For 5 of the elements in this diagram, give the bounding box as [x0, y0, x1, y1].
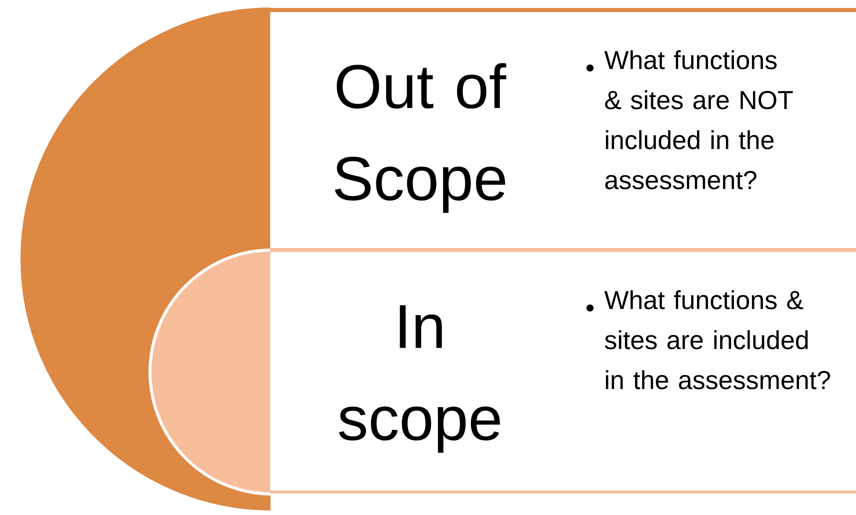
content-box: [270, 248, 856, 494]
heading: In scope: [339, 305, 500, 453]
heading: Out of Scope: [334, 63, 506, 213]
bullet-text: What functions & sites are included in the assessment?: [604, 290, 830, 390]
bullet-text: What functions & sites are NOT included in the assessment?: [604, 50, 793, 190]
